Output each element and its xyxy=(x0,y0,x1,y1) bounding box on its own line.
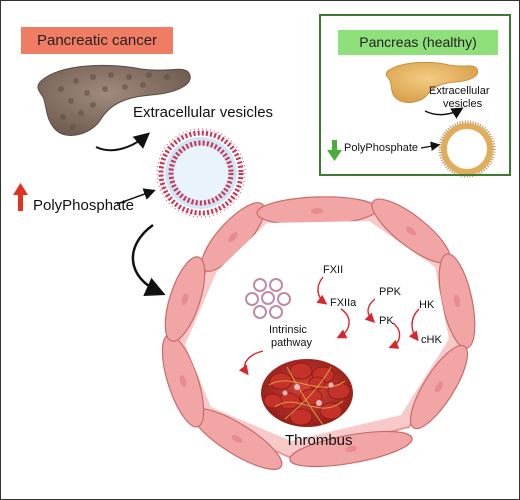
intrinsic-pathway-line1: Intrinsic xyxy=(269,324,307,336)
arrow-ppk-pk xyxy=(364,298,376,323)
pancreas-cancer-illustration xyxy=(37,64,191,136)
arrow-hk-chk xyxy=(408,308,420,342)
vesicles-label-cancer: Extracellular vesicles xyxy=(133,104,274,121)
arrow-pk-cleavage xyxy=(388,322,401,349)
blood-vessel xyxy=(161,196,476,470)
intrinsic-pathway-line2: pathway xyxy=(271,337,312,349)
transport-arrow xyxy=(131,223,166,297)
secretion-arrow-healthy xyxy=(424,107,464,119)
extracellular-vesicle-healthy xyxy=(438,120,496,178)
vesicles-label-healthy-line2: vesicles xyxy=(443,98,483,110)
polyphosphate-label-healthy: PolyPhosphate xyxy=(344,142,418,154)
hk-label: HK xyxy=(419,299,435,311)
thrombus-label: Thrombus xyxy=(285,432,353,449)
polyphosphate-label-cancer: PolyPhosphate xyxy=(33,197,134,214)
polyphosphate-arrow-cancer xyxy=(116,188,156,205)
healthy-badge: Pancreas (healthy) xyxy=(338,30,498,55)
ppk-label: PPK xyxy=(379,286,402,298)
cancer-badge: Pancreatic cancer xyxy=(21,27,173,54)
pk-label: PK xyxy=(379,315,394,327)
secretion-arrow-cancer xyxy=(95,132,151,152)
vesicle-cluster xyxy=(245,278,291,319)
extracellular-vesicle-cancer xyxy=(156,128,246,218)
polyphosphate-arrow-healthy xyxy=(420,141,441,151)
arrow-intrinsic-thrombus xyxy=(238,350,264,376)
arrow-fxii-fxiia xyxy=(316,276,328,305)
vesicles-label-healthy-line1: Extracellular xyxy=(429,85,490,97)
arrow-fxiia-intrinsic xyxy=(336,308,350,339)
chk-label: cHK xyxy=(421,334,442,346)
healthy-panel xyxy=(319,14,511,176)
increase-arrow-icon xyxy=(13,183,28,211)
decrease-arrow-icon xyxy=(327,140,342,161)
fxii-label: FXII xyxy=(323,264,344,276)
fxiia-label: FXIIa xyxy=(330,297,357,309)
thrombus-clot xyxy=(261,359,353,427)
pancreas-healthy-illustration xyxy=(385,61,479,103)
